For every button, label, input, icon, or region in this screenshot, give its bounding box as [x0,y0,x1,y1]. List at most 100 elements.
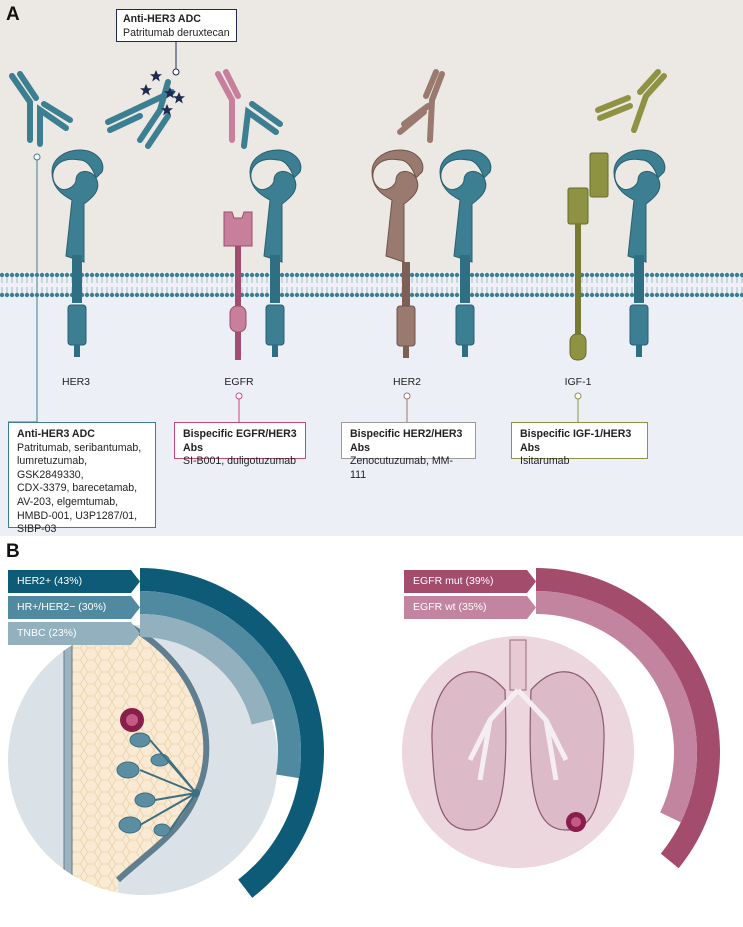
membrane-lipid-head [309,272,315,278]
membrane-lipid-head [619,272,625,278]
box-title: Bispecific HER2/HER3 Abs [350,428,463,454]
box-title: Bispecific EGFR/HER3 Abs [183,428,297,454]
membrane-lipid-head [169,272,175,278]
lung-subtype-band: EGFR wt (35%) [404,596,536,619]
membrane-lipid-head [394,272,400,278]
membrane-lipid-head [439,272,445,278]
membrane-lipid-head [144,272,150,278]
membrane-lipid-head [494,272,500,278]
membrane-lipid-head [174,292,180,298]
membrane-lipid-head [19,272,25,278]
membrane-lipid-head [104,292,110,298]
membrane-lipid-head [199,292,205,298]
membrane-lipid-head [594,272,600,278]
membrane-lipid-head [259,292,265,298]
her3-receptor [249,149,302,358]
membrane-lipid-head [219,292,225,298]
box-items: SI-B001, duligotuzumab [183,455,297,468]
membrane-lipid-head [614,272,620,278]
membrane-lipid-head [204,272,210,278]
membrane-lipid-head [359,292,365,298]
membrane-lipid-head [124,292,130,298]
membrane-lipid-head [214,272,220,278]
her3-receptor [51,149,104,357]
membrane-lipid-head [9,272,15,278]
membrane-lipid-head [334,292,340,298]
membrane-lipid-head [644,292,650,298]
membrane-lipid-head [689,272,695,278]
membrane-lipid-head [469,292,475,298]
membrane-lipid-head [324,272,330,278]
membrane-lipid-head [414,292,420,298]
membrane-lipid-head [429,272,435,278]
membrane-lipid-head [569,272,575,278]
igf1-receptor [567,152,609,361]
membrane-lipid-head [224,272,230,278]
membrane-lipid-head [474,272,480,278]
membrane-lipid-head [44,272,50,278]
membrane-lipid-head [359,272,365,278]
membrane-lipid-head [319,272,325,278]
membrane-lipid-head [489,272,495,278]
membrane-lipid-head [674,292,680,298]
membrane-lipid-head [304,292,310,298]
membrane-lipid-head [109,292,115,298]
membrane-lipid-head [564,272,570,278]
membrane-lipid-head [664,272,670,278]
membrane-lipid-head [169,292,175,298]
membrane-lipid-head [84,272,90,278]
lung-subtype-arc [536,568,721,869]
membrane-lipid-head [204,292,210,298]
membrane-lipid-head [284,292,290,298]
membrane-lipid-head [659,292,665,298]
membrane-lipid-head [214,292,220,298]
membrane-lipid-head [589,272,595,278]
membrane-lipid-head [114,272,120,278]
membrane-lipid-head [59,272,65,278]
membrane-lipid-head [299,272,305,278]
membrane-lipid-head [584,272,590,278]
membrane-lipid-head [429,292,435,298]
membrane-lipid-head [174,272,180,278]
membrane-lipid-head [679,272,685,278]
membrane-lipid-head [144,292,150,298]
membrane-lipid-head [114,292,120,298]
membrane-lipid-head [549,272,555,278]
membrane-lipid-head [739,272,743,278]
membrane-lipid-head [389,292,395,298]
membrane-lipid-head [9,292,15,298]
box-title: Bispecific IGF-1/HER3 Abs [520,428,632,454]
membrane-lipid-head [24,292,30,298]
membrane-lipid-head [339,272,345,278]
membrane-lipid-head [89,292,95,298]
membrane-lipid-head [289,272,295,278]
membrane-lipid-head [409,272,415,278]
her3-receptor [613,149,666,358]
membrane-lipid-head [64,292,70,298]
membrane-lipid-head [334,272,340,278]
membrane-lipid-head [344,272,350,278]
membrane-lipid-head [324,292,330,298]
membrane-lipid-head [444,272,450,278]
membrane-lipid-head [424,272,430,278]
her3-label: HER3 [61,376,91,388]
breast-illustration [8,625,278,895]
membrane-lipid-head [454,292,460,298]
membrane-lipid-head [559,272,565,278]
membrane-lipid-head [644,272,650,278]
membrane-lipid-head [0,292,5,298]
breast-subtype-arc [140,591,301,779]
membrane-lipid-head [354,292,360,298]
membrane-lipid-head [479,272,485,278]
membrane-lipid-head [64,272,70,278]
membrane-lipid-head [414,272,420,278]
breast-subtype-band-label: HER2+ (43%) [17,575,83,587]
membrane-lipid-head [624,292,630,298]
membrane-lipid-head [209,272,215,278]
membrane-lipid-head [709,272,715,278]
membrane-lipid-head [419,292,425,298]
membrane-lipid-head [689,292,695,298]
membrane-lipid-head [54,292,60,298]
membrane-lipid-head [194,272,200,278]
